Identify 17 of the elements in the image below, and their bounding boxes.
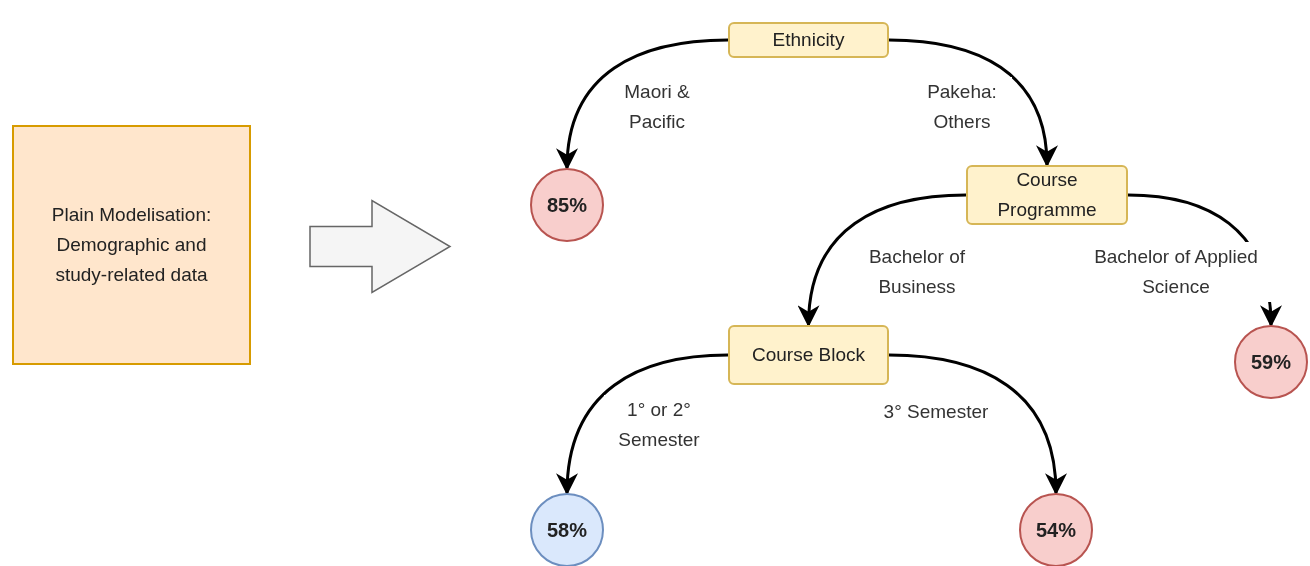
node-label: Course Programme bbox=[996, 168, 1098, 222]
node-label: Plain Modelisation: Demographic and study-related data bbox=[50, 203, 213, 287]
arrow bbox=[798, 193, 967, 328]
decision-box bbox=[728, 325, 889, 385]
info-box bbox=[12, 125, 251, 365]
arrow bbox=[888, 38, 1057, 168]
percentage: 59% bbox=[1251, 350, 1291, 374]
percentage: 54% bbox=[1036, 518, 1076, 542]
node-label: Ethnicity bbox=[772, 28, 845, 52]
arrow bbox=[557, 38, 729, 171]
percentage: 58% bbox=[547, 518, 587, 542]
percentage: 85% bbox=[547, 193, 587, 217]
arrow bbox=[557, 353, 729, 496]
decision-box bbox=[966, 165, 1128, 225]
arrow bbox=[888, 353, 1066, 496]
node-label: Course Block bbox=[752, 343, 865, 367]
decision-box bbox=[728, 22, 889, 58]
